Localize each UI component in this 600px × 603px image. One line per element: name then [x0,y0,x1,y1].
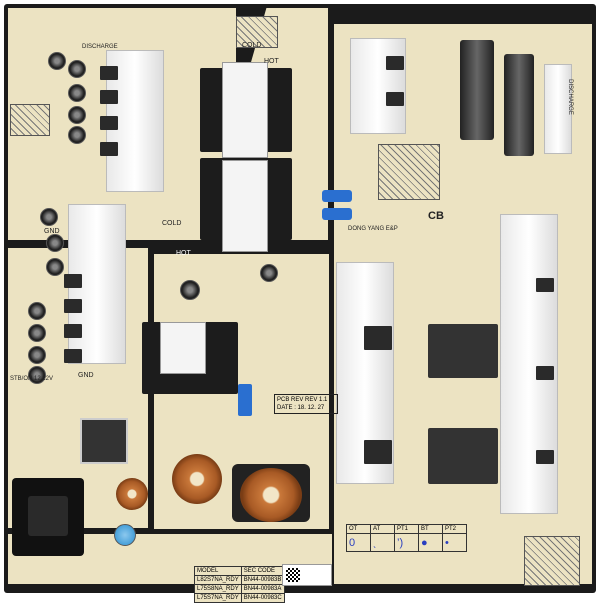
capacitor [28,366,46,384]
transistor [64,274,82,288]
table-header: PT2 [442,524,467,534]
table-header: BT [418,524,443,534]
capacitor [46,258,64,276]
transistor [100,142,118,156]
film-capacitor [238,384,252,416]
transistor [100,66,118,80]
capacitor [48,52,66,70]
electrolytic-capacitor [504,54,534,156]
transistor [536,450,554,464]
check-mark: • [442,533,467,552]
hot-label: HOT [264,58,279,65]
warning-hatch [236,16,278,48]
capacitor [28,346,46,364]
capacitor [28,324,46,342]
code-cell: BN44-00983B [240,575,285,585]
pcb-date: DATE : 18. 12. 27 [277,405,325,411]
pcb-board: HOT COLD HOT COLD GND GND STB/ON 12.22V … [4,4,596,603]
transistor [386,92,404,106]
model-cell: L75S8NA_RDY [194,584,242,594]
heatsink [350,38,406,134]
toroid-coil [172,454,222,504]
check-mark: ˎ [370,533,395,552]
pfc-inductor [428,428,498,484]
transistor [386,56,404,70]
relay [80,418,128,464]
heatsink [544,64,572,154]
capacitor [180,280,200,300]
warning-hatch [10,104,50,136]
stb-label: STB/ON 12.22V [10,376,54,382]
transistor [64,299,82,313]
check-table: OT AT PT1 BT PT2 0 ˎ ’) ● • [346,524,467,552]
capacitor [28,302,46,320]
pfc-inductor [428,324,498,378]
transistor [536,366,554,380]
transistor [100,116,118,130]
capacitor [260,264,278,282]
capacitor [40,208,58,226]
table-header: PT1 [394,524,419,534]
transistor [64,324,82,338]
heatsink [500,214,558,514]
gnd-label: GND [78,372,94,379]
pcb-rev-box: PCB REV REV 1.1 DATE : 18. 12. 27 [274,394,338,414]
check-mark: 0 [346,533,371,552]
bridge-rectifier [364,440,392,464]
transformer-label [222,62,268,158]
qr-code [286,568,300,582]
table-header: MODEL [194,566,242,576]
pcb-rev: PCB REV REV 1.1 [277,397,328,403]
capacitor [68,60,86,78]
toroid-coil [116,478,148,510]
check-mark: ’) [394,533,419,552]
code-cell: BN44-00983C [240,593,285,603]
qr-label [282,564,332,586]
code-cell: BN44-00983A [240,584,285,594]
table-header: OT [346,524,371,534]
capacitor [68,126,86,144]
warning-hatch [524,536,580,586]
capacitor [46,234,64,252]
cold-label: COLD [242,42,262,49]
capacitor [68,106,86,124]
gnd-label: GND [44,228,60,235]
transformer-label [160,322,206,374]
model-cell: L75S7NA_RDY [194,593,242,603]
cb-mark: CB [428,210,444,222]
transistor [100,90,118,104]
warning-hatch [378,144,440,200]
film-capacitor [322,208,352,220]
discharge-label: DISCHARGE [566,79,573,115]
table-header: SEC CODE [240,566,285,576]
electrolytic-capacitor [460,40,494,140]
transformer-label [222,160,268,252]
discharge-label: DISCHARGE [82,44,118,50]
bridge-rectifier [364,326,392,350]
transistor [536,278,554,292]
cold-label: COLD [162,220,182,227]
common-mode-choke [240,468,302,522]
maker-label: DONG YANG E&P [348,226,398,232]
capacitor [68,84,86,102]
check-mark: ● [418,533,443,552]
varistor [114,524,136,546]
ac-socket [28,496,68,536]
film-capacitor [322,190,352,202]
table-header: AT [370,524,395,534]
model-cell: L82S7NA_RDY [194,575,242,585]
transistor [64,349,82,363]
hot-label: HOT [176,250,191,257]
